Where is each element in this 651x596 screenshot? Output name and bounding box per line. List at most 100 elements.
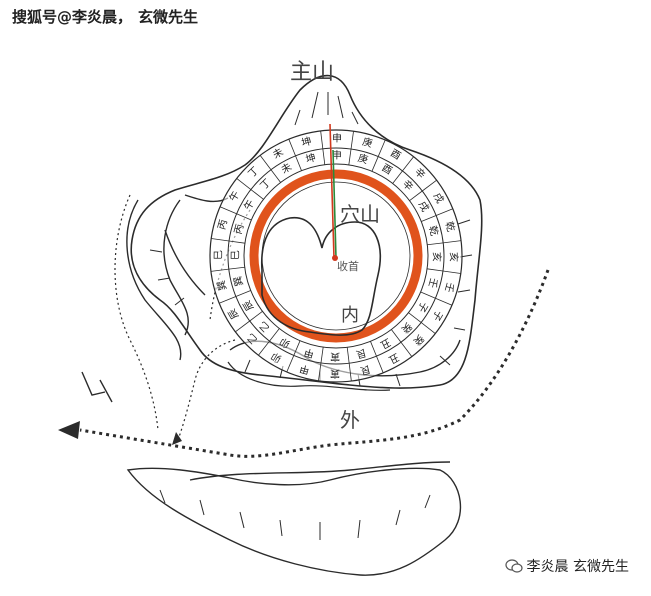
compass-tick [371, 156, 379, 172]
flow-dotted-left [114, 194, 159, 431]
compass-tick [228, 240, 245, 244]
compass-accent-ring [249, 169, 423, 343]
watermark-bottom: 李炎晨 玄微先生 [504, 556, 629, 576]
compass-tick [377, 139, 386, 157]
main-mountain-label: 主山 [290, 60, 334, 85]
flow-arrow-small [172, 432, 182, 445]
compass-middle-label: 艮 [355, 346, 368, 360]
compass-middle-label: 巽 [232, 275, 246, 288]
compass-middle-label: 寅 [330, 350, 340, 363]
compass-outer-label: 亥 [447, 252, 460, 262]
compass-tick [270, 169, 281, 183]
compass-middle-label: 坤 [304, 151, 317, 166]
wechat-icon [504, 559, 523, 573]
compass-middle-label: 甲 [303, 346, 316, 359]
compass-needle-red [329, 123, 335, 259]
watermark-source: 搜狐号@李炎晨， 玄微先生 [12, 6, 204, 27]
compass-tick [408, 312, 422, 323]
compass-tick [235, 290, 251, 297]
lower-inner-ridge [227, 361, 391, 391]
compass-tick [421, 215, 437, 222]
compass-tick [346, 347, 350, 364]
receiving-head-label: 收首 [337, 259, 359, 273]
left-ridge [126, 199, 182, 361]
compass-tick [258, 340, 270, 356]
compass-outer-label: 巽 [215, 279, 229, 292]
compass-tick [420, 291, 436, 299]
compass-tick [288, 139, 296, 157]
compass-tick [348, 363, 352, 382]
bottom-hatching [159, 489, 431, 540]
compass-tick [295, 155, 302, 171]
compass-tick [442, 270, 461, 274]
compass-tick [318, 362, 322, 381]
compass-tick [250, 189, 264, 200]
compass-tick [435, 208, 453, 216]
compass-ring-2 [227, 147, 445, 365]
outer-label: 外 [340, 408, 360, 432]
compass-outer-label: 艮 [359, 363, 372, 377]
compass-tick [322, 148, 326, 165]
compass-tick [443, 240, 462, 244]
compass-tick [427, 268, 444, 272]
compass-tick [235, 320, 250, 333]
compass-outer-label: 壬 [442, 281, 456, 294]
compass-tick [259, 155, 272, 170]
watermark-source-text: 搜狐号@李炎晨， [12, 8, 133, 26]
cave-hill-outline [260, 216, 382, 336]
compass-outer-label: 甲 [298, 362, 311, 375]
watermark-bottom-text: 李炎晨 玄微先生 [526, 559, 629, 575]
compass-middle-label: 丑 [378, 336, 392, 350]
inner-label: 内 [341, 305, 359, 326]
compass-middle-label: 酉 [380, 163, 394, 178]
compass-tick [435, 297, 453, 306]
compass-outer-labels: 丙午丁未坤申庚酉辛戌乾亥壬子癸丑艮寅甲卯乙辰巽巳 [212, 131, 460, 380]
compass-tick [228, 266, 245, 270]
compass-tick [236, 213, 252, 221]
outer-mountain-outline [130, 74, 483, 389]
compass-tick [293, 340, 301, 356]
bottom-landform [126, 467, 462, 576]
compass-outer-label: 庚 [361, 135, 374, 150]
compass-outer-label: 巳 [212, 250, 224, 260]
compass-tick [348, 148, 352, 165]
compass-middle-label: 丙 [233, 223, 246, 236]
compass-ring-3 [243, 163, 429, 349]
compass-tick [350, 131, 354, 150]
compass-tick [211, 238, 230, 242]
compass-tick [219, 296, 237, 304]
compass-outer-label: 酉 [388, 148, 402, 163]
compass-middle-label: 亥 [430, 252, 443, 262]
compass-tick [320, 130, 324, 149]
compass-tick [236, 178, 252, 190]
compass-outer-label: 丙 [217, 218, 230, 231]
compass-tick [409, 190, 423, 201]
compass-ticks [210, 130, 462, 382]
compass-middle-label: 乾 [426, 224, 441, 237]
compass-tick [219, 206, 237, 215]
flow-arrow-head [58, 421, 80, 439]
compass-tick [422, 179, 437, 192]
compass-needle-green [332, 149, 337, 259]
compass-tick [249, 311, 263, 322]
compass-outer-label: 乾 [443, 220, 458, 233]
compass-tick [402, 156, 414, 172]
bottom-inner-ridge [189, 461, 451, 481]
compass-tick [376, 355, 384, 373]
compass-tick [392, 170, 403, 184]
watermark-author-text: 玄微先生 [138, 8, 199, 26]
compass-middle-label: 庚 [356, 151, 369, 166]
compass-tick [391, 329, 402, 343]
compass-outer-label: 坤 [300, 134, 313, 149]
compass-tick [400, 342, 413, 357]
compass-middle-label: 巳 [229, 250, 241, 260]
compass-outer-label: 申 [332, 131, 342, 144]
compass-outer-label: 丑 [387, 351, 401, 365]
compass-tick [286, 355, 295, 373]
compass-tick [210, 268, 229, 272]
compass-tick [320, 347, 324, 364]
cave-mountain-label: 穴山 [340, 202, 380, 226]
compass-tick [370, 341, 377, 357]
compass-middle-label: 壬 [426, 276, 440, 289]
compass-outer-label: 寅 [330, 367, 340, 380]
